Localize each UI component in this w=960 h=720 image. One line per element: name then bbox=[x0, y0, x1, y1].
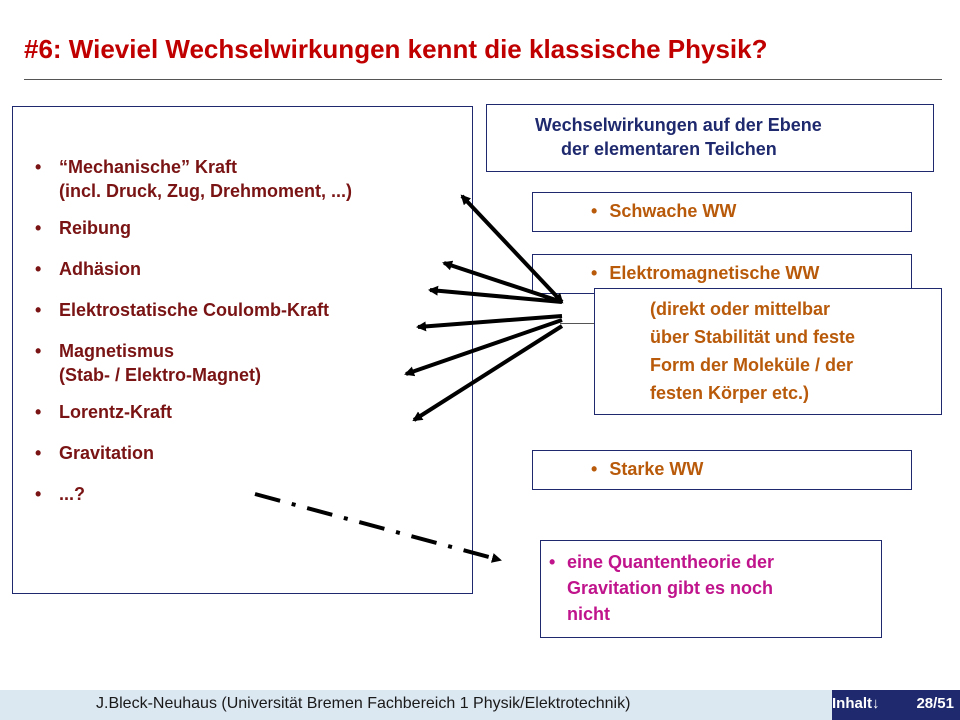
classical-forces-box: • “Mechanische” Kraft (incl. Druck, Zug,… bbox=[12, 106, 473, 594]
note-line: Gravitation gibt es noch bbox=[567, 578, 774, 598]
note-line: eine Quantentheorie der bbox=[567, 552, 775, 572]
header-text: Wechselwirkungen auf der Ebene der eleme… bbox=[535, 113, 822, 161]
bullet-icon: • bbox=[35, 300, 42, 320]
list-item: • Elektrostatische Coulomb-Kraft bbox=[35, 298, 352, 322]
force-label: Magnetismus bbox=[59, 341, 175, 361]
bullet-icon: • bbox=[35, 443, 42, 463]
connector-line bbox=[560, 323, 594, 324]
force-label: Lorentz-Kraft bbox=[59, 402, 172, 422]
list-item: • Adhäsion bbox=[35, 257, 352, 281]
bullet-icon: • bbox=[591, 201, 598, 221]
electromagnetic-detail-text: (direkt oder mittelbar über Stabilität u… bbox=[650, 295, 855, 407]
strong-interaction-label: • Starke WW bbox=[591, 459, 703, 480]
list-item: • ...? bbox=[35, 482, 352, 506]
elementary-interactions-header: Wechselwirkungen auf der Ebene der eleme… bbox=[486, 104, 934, 172]
strong-text: Starke WW bbox=[609, 459, 704, 479]
detail-line: festen Körper etc.) bbox=[650, 383, 810, 403]
quantum-gravity-note: • eine Quantentheorie der Gravitation gi… bbox=[549, 549, 774, 627]
electromagnetic-interaction-box: • Elektromagnetische WW bbox=[532, 254, 912, 294]
strong-interaction-box: • Starke WW bbox=[532, 450, 912, 490]
weak-interaction-label: • Schwache WW bbox=[591, 201, 736, 222]
detail-line: Form der Moleküle / der bbox=[650, 355, 854, 375]
footer-author: J.Bleck-Neuhaus (Universität Bremen Fach… bbox=[96, 695, 631, 712]
force-label: Adhäsion bbox=[59, 259, 142, 279]
force-label: Reibung bbox=[59, 218, 131, 238]
electromagnetic-detail-box: (direkt oder mittelbar über Stabilität u… bbox=[594, 288, 942, 415]
bullet-icon: • bbox=[35, 402, 42, 422]
slide-title: #6: Wieviel Wechselwirkungen kennt die k… bbox=[24, 34, 768, 64]
header-line-2: der elementaren Teilchen bbox=[561, 139, 777, 159]
page-number: 28/51 bbox=[916, 695, 954, 712]
bullet-icon: • bbox=[591, 263, 598, 283]
electromagnetic-interaction-label: • Elektromagnetische WW bbox=[591, 263, 819, 284]
force-label: Gravitation bbox=[59, 443, 155, 463]
weak-text: Schwache WW bbox=[609, 201, 737, 221]
list-item: • “Mechanische” Kraft (incl. Druck, Zug,… bbox=[35, 155, 352, 203]
detail-line: (direkt oder mittelbar bbox=[650, 299, 831, 319]
quantum-gravity-note-box: • eine Quantentheorie der Gravitation gi… bbox=[540, 540, 882, 638]
force-label: “Mechanische” Kraft bbox=[59, 157, 238, 177]
forces-list: • “Mechanische” Kraft (incl. Druck, Zug,… bbox=[35, 155, 352, 523]
footer-bar: J.Bleck-Neuhaus (Universität Bremen Fach… bbox=[0, 690, 960, 720]
weak-interaction-box: • Schwache WW bbox=[532, 192, 912, 232]
contents-link[interactable]: Inhalt↓ bbox=[832, 695, 880, 712]
detail-line: über Stabilität und feste bbox=[650, 327, 856, 347]
force-label: ...? bbox=[59, 484, 85, 504]
bullet-icon: • bbox=[35, 484, 42, 504]
title-divider bbox=[24, 79, 942, 80]
force-label: Elektrostatische Coulomb-Kraft bbox=[59, 300, 330, 320]
force-detail: (incl. Druck, Zug, Drehmoment, ...) bbox=[59, 181, 353, 201]
bullet-icon: • bbox=[591, 459, 598, 479]
list-item: • Magnetismus (Stab- / Elektro-Magnet) bbox=[35, 339, 352, 387]
header-line-1: Wechselwirkungen auf der Ebene bbox=[535, 115, 822, 135]
bullet-icon: • bbox=[549, 552, 556, 572]
force-detail: (Stab- / Elektro-Magnet) bbox=[59, 365, 262, 385]
bullet-icon: • bbox=[35, 157, 42, 177]
list-item: • Reibung bbox=[35, 216, 352, 240]
footer-navigation: Inhalt↓ 28/51 bbox=[832, 690, 960, 720]
note-line: nicht bbox=[567, 604, 610, 624]
em-text: Elektromagnetische WW bbox=[609, 263, 820, 283]
list-item: • Lorentz-Kraft bbox=[35, 400, 352, 424]
bullet-icon: • bbox=[35, 341, 42, 361]
bullet-icon: • bbox=[35, 259, 42, 279]
list-item: • Gravitation bbox=[35, 441, 352, 465]
bullet-icon: • bbox=[35, 218, 42, 238]
